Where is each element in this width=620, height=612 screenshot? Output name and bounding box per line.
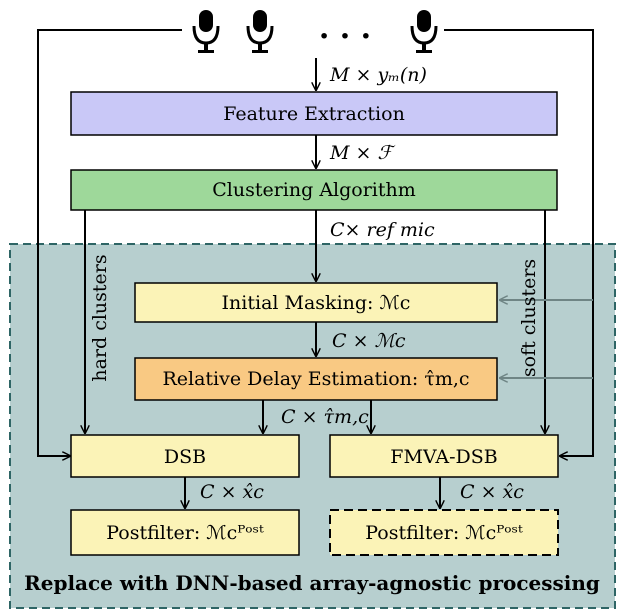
initial-masking-label: Initial Masking: ℳc [222, 292, 411, 314]
postfilter-right-label: Postfilter: ℳcᴾᵒˢᵗ [365, 522, 523, 544]
soft-cluster-feeds [500, 300, 593, 378]
edge-label-clustering-to-masking: C× ref mic [330, 219, 435, 241]
edge-label-mic-to-features: M × yₘ(n) [329, 64, 427, 86]
soft-clusters-label: soft clusters [518, 259, 540, 377]
hard-clusters-label: hard clusters [89, 254, 111, 381]
postfilter-left-block [70, 509, 300, 556]
edge-label-dsb-to-postfilter: C × x̂c [200, 481, 264, 503]
postfilter-left-label: Postfilter: ℳcᴾᵒˢᵗ [106, 522, 264, 544]
microphone-icon [192, 10, 220, 53]
edges [37, 29, 594, 508]
fmva-dsb-label: FMVA-DSB [390, 446, 497, 468]
microphone-array: · · · [192, 10, 438, 54]
edge-mic-bypass-left [37, 29, 182, 456]
edge-label-features-to-clustering: M × ℱ [329, 142, 395, 164]
delay-estimation-block [134, 357, 498, 401]
feature-extraction-block [70, 91, 558, 136]
microphone-icon [410, 10, 438, 53]
dnn-region-caption: Replace with DNN-based array-agnostic pr… [24, 571, 600, 595]
edge-label-fmva-to-postfilter: C × x̂c [460, 481, 524, 503]
postfilter-right-block [329, 509, 559, 556]
clustering-label: Clustering Algorithm [212, 179, 416, 201]
dsb-label: DSB [164, 446, 206, 468]
feature-extraction-label: Feature Extraction [223, 103, 405, 125]
edge-label-masking-to-delay: C × ℳc [332, 330, 406, 352]
clustering-block [70, 169, 558, 211]
microphone-icon [246, 10, 274, 53]
edge-label-delay-to-beamformers: C × τ̂m,c [281, 406, 369, 428]
delay-estimation-label: Relative Delay Estimation: τ̂m,c [162, 368, 469, 390]
fmva-dsb-block [329, 434, 559, 478]
edge-mic-bypass-right [444, 29, 594, 456]
initial-masking-block [134, 282, 498, 323]
microphone-ellipsis: · · · [319, 19, 371, 54]
dsb-block [70, 434, 300, 478]
